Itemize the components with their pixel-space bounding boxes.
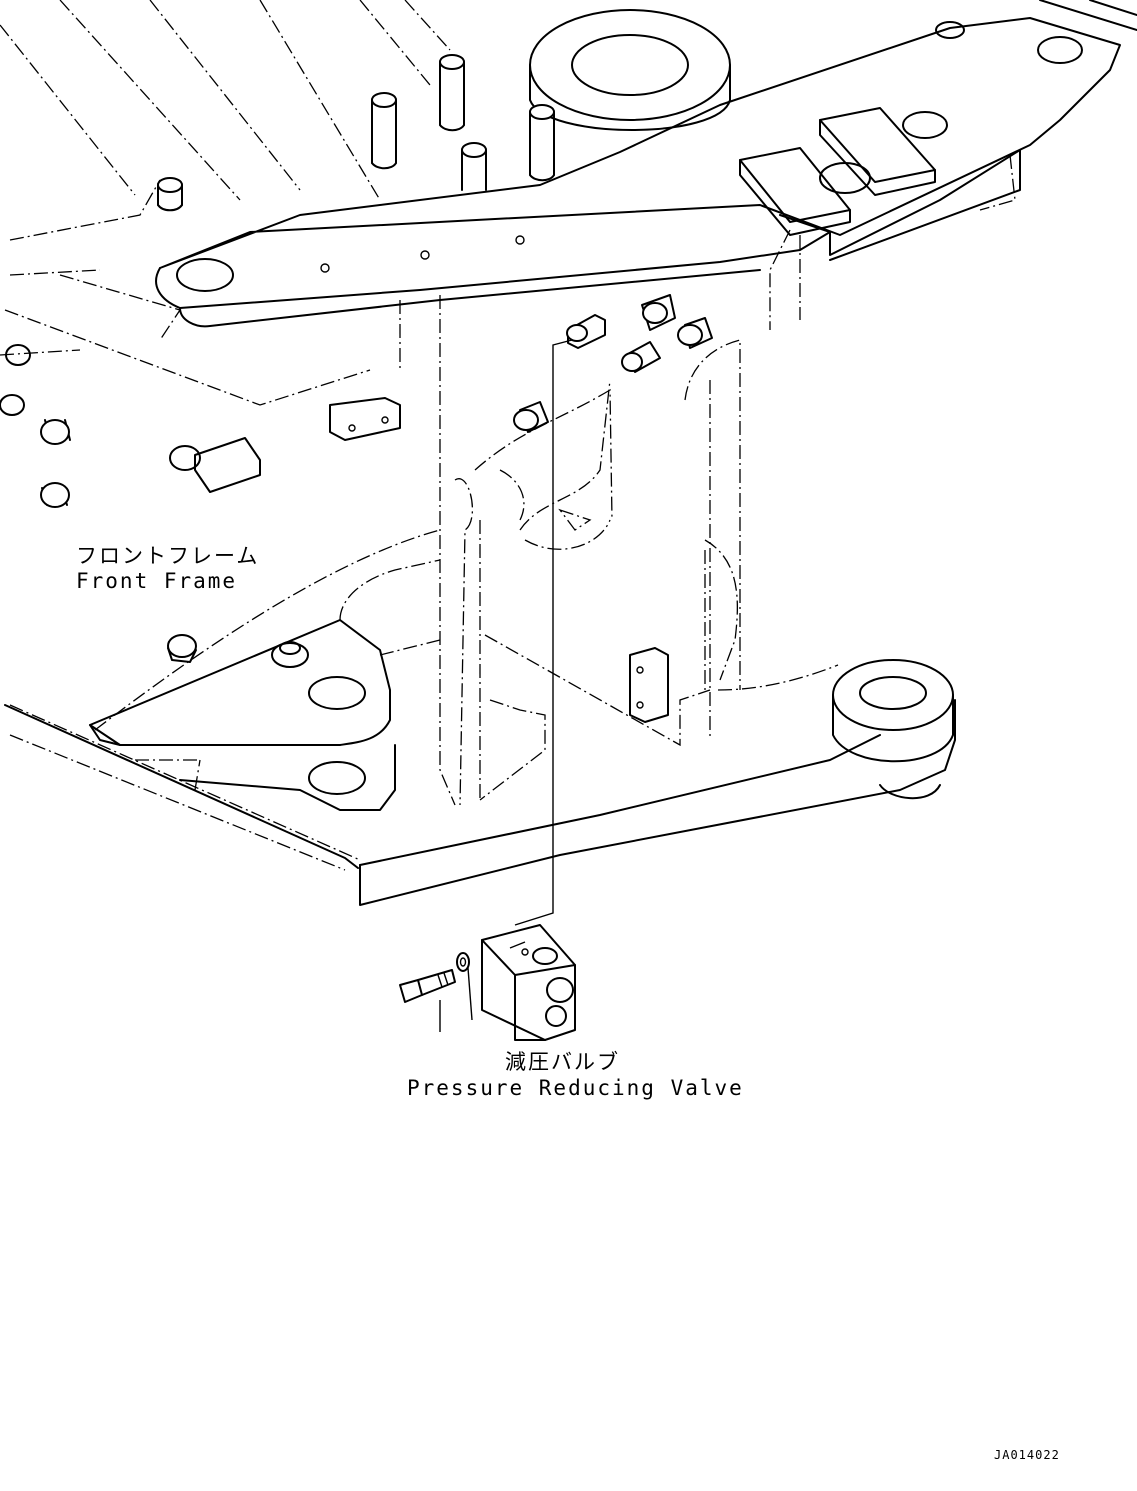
central-frame-hidden [399,154,1016,806]
valve-label-en: Pressure Reducing Valve [407,1076,744,1100]
left-bosses [0,344,401,508]
hidden-lines-upper [0,0,451,406]
drawing-code: JA014022 [994,1448,1060,1462]
bolt [399,969,456,1003]
top-pads [739,21,1083,236]
upper-frame [155,0,1137,328]
lower-frame [4,659,956,906]
center-bosses [513,294,713,723]
upper-boss [529,9,731,131]
lower-left-bracket [89,529,441,811]
washer [456,952,470,972]
valve-label-jp: 減圧バルブ [505,1050,620,1074]
front-frame-label-en: Front Frame [76,569,238,593]
standoff-pins [157,54,555,212]
pressure-reducing-valve [481,924,576,1041]
leader-lines [439,339,573,1032]
front-frame-label-jp: フロントフレーム [76,544,260,568]
